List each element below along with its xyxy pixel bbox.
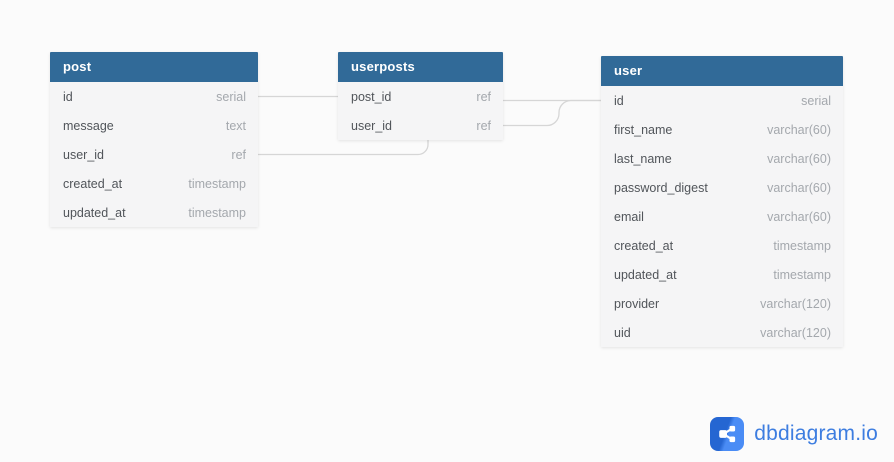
field-type: serial xyxy=(216,89,246,104)
field-name: created_at xyxy=(614,238,674,253)
field-row-userposts-user_id[interactable]: user_id ref xyxy=(338,111,503,140)
field-row-userposts-post_id[interactable]: post_id ref xyxy=(338,82,503,111)
field-row-post-created_at[interactable]: created_at timestamp xyxy=(50,169,258,198)
table-user-header[interactable]: user xyxy=(601,56,843,86)
field-name: message xyxy=(63,118,114,133)
table-userposts-header[interactable]: userposts xyxy=(338,52,503,82)
field-name: uid xyxy=(614,325,631,340)
field-row-user-last_name[interactable]: last_name varchar(60) xyxy=(601,144,843,173)
field-type: timestamp xyxy=(188,205,246,220)
field-name: updated_at xyxy=(614,267,677,282)
field-type: varchar(120) xyxy=(760,296,831,311)
field-row-post-updated_at[interactable]: updated_at timestamp xyxy=(50,198,258,227)
field-type: serial xyxy=(801,93,831,108)
field-type: varchar(60) xyxy=(767,151,831,166)
field-row-user-updated_at[interactable]: updated_at timestamp xyxy=(601,260,843,289)
field-type: varchar(60) xyxy=(767,209,831,224)
field-name: password_digest xyxy=(614,180,708,195)
field-type: text xyxy=(225,118,246,133)
field-type: varchar(60) xyxy=(767,122,831,137)
dbdiagram-logo[interactable]: dbdiagram.io xyxy=(710,417,878,451)
logo-text: dbdiagram.io xyxy=(754,422,878,445)
field-row-user-created_at[interactable]: created_at timestamp xyxy=(601,231,843,260)
field-name: user_id xyxy=(63,147,104,162)
field-type: ref xyxy=(231,147,246,162)
field-row-post-message[interactable]: message text xyxy=(50,111,258,140)
field-type: varchar(60) xyxy=(767,180,831,195)
field-name: first_name xyxy=(614,122,673,137)
field-type: timestamp xyxy=(773,238,831,253)
field-row-post-id[interactable]: id serial xyxy=(50,82,258,111)
field-row-post-user_id[interactable]: user_id ref xyxy=(50,140,258,169)
field-name: updated_at xyxy=(63,205,126,220)
field-row-user-email[interactable]: email varchar(60) xyxy=(601,202,843,231)
field-row-user-password_digest[interactable]: password_digest varchar(60) xyxy=(601,173,843,202)
field-row-user-uid[interactable]: uid varchar(120) xyxy=(601,318,843,347)
field-name: provider xyxy=(614,296,660,311)
field-name: last_name xyxy=(614,151,672,166)
field-type: ref xyxy=(476,89,491,104)
field-type: timestamp xyxy=(773,267,831,282)
field-type: varchar(120) xyxy=(760,325,831,340)
field-row-user-provider[interactable]: provider varchar(120) xyxy=(601,289,843,318)
field-row-user-id[interactable]: id serial xyxy=(601,86,843,115)
field-type: ref xyxy=(476,118,491,133)
field-name: id xyxy=(614,93,624,108)
table-post[interactable]: post id serial message text user_id ref created… xyxy=(50,52,258,227)
relationship-line-userposts-user-id-user-id[interactable] xyxy=(503,99,601,127)
table-post-header[interactable]: post xyxy=(50,52,258,82)
field-name: created_at xyxy=(63,176,123,191)
share-icon xyxy=(710,417,745,451)
field-name: id xyxy=(63,89,73,104)
field-row-user-first_name[interactable]: first_name varchar(60) xyxy=(601,115,843,144)
field-type: timestamp xyxy=(188,176,246,191)
field-name: email xyxy=(614,209,644,224)
field-name: user_id xyxy=(351,118,392,133)
field-name: post_id xyxy=(351,89,392,104)
